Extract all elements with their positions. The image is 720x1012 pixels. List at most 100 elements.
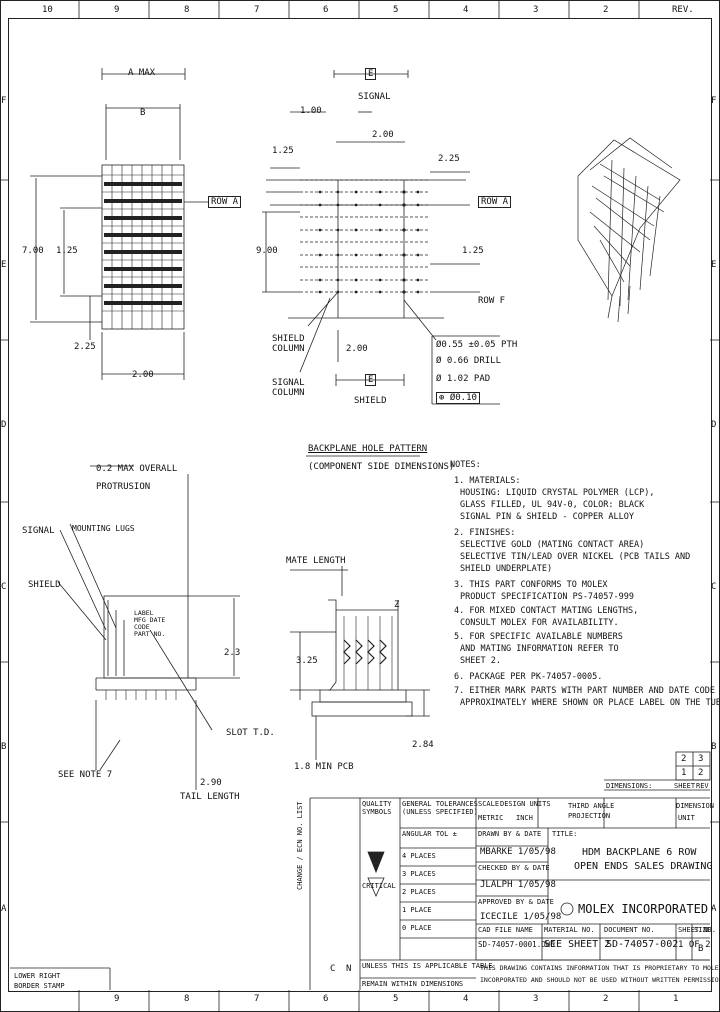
dim-1-25-b: 1.25 <box>462 246 484 256</box>
col-label: REV. <box>672 5 694 15</box>
col-label: 9 <box>114 994 120 1004</box>
title-block-lines <box>10 751 711 990</box>
dimension-unit: UNIT <box>678 814 695 822</box>
side-view <box>57 465 240 790</box>
note-line: 3. THIS PART CONFORMS TO MOLEX <box>454 580 608 590</box>
rev-cell: 2 <box>681 754 687 764</box>
doc-no-value: SD-74057-002 <box>606 939 679 950</box>
col-label: 1 <box>673 994 679 1004</box>
col-label: 2 <box>603 5 609 15</box>
dim-1-25-a: 1.25 <box>272 146 294 156</box>
hole-pattern-title: BACKPLANE HOLE PATTERN <box>308 444 428 454</box>
col-label: 8 <box>184 994 190 1004</box>
drawing-border <box>8 18 712 992</box>
label-inner-3: CODE <box>134 623 150 631</box>
size-value: B <box>698 944 704 954</box>
shield-column-label: SHIELD COLUMN <box>272 334 305 354</box>
company-name: MOLEX INCORPORATED <box>578 902 709 916</box>
col-label: 9 <box>114 5 120 15</box>
place-0: 0 PLACE <box>402 924 432 932</box>
dim-2-00: 2.00 <box>372 130 394 140</box>
row-label: C <box>711 582 717 592</box>
pad-spec: Ø 1.02 PAD <box>436 374 491 384</box>
sheet-value: 1 OF 2 <box>678 940 711 950</box>
bottom-c: C <box>330 964 336 974</box>
shield-label: SHIELD <box>28 580 61 590</box>
stamp-line1: LOWER RIGHT <box>14 972 61 980</box>
dim-2-3: 2.3 <box>224 648 241 658</box>
label-inner-2: MFG DATE <box>134 616 166 624</box>
rev-header: REV <box>696 782 709 790</box>
row-label: B <box>1 742 7 752</box>
row-label: B <box>711 742 717 752</box>
hole-pattern-view <box>262 70 500 457</box>
sheet-label: SHEET NO. <box>678 926 716 934</box>
row-a-label: ROW A <box>478 196 512 208</box>
metric-label: METRIC <box>478 814 504 822</box>
pcb-min: 1.8 MIN PCB <box>294 762 354 772</box>
tail-length: TAIL LENGTH <box>180 792 240 802</box>
row-label: E <box>1 260 7 270</box>
dim-2-25: 2.25 <box>74 342 96 352</box>
dim-3-25: 3.25 <box>296 656 318 666</box>
general-tolerances: GENERAL TOLERANCES (UNLESS SPECIFIED) <box>402 800 478 816</box>
shield-column-line2: COLUMN <box>272 344 305 354</box>
note-line: HOUSING: LIQUID CRYSTAL POLYMER (LCP), <box>460 488 655 498</box>
signal-column-label: SIGNAL COLUMN <box>272 378 305 398</box>
approved-name: ICECILE 1/05/98 <box>480 912 562 922</box>
general-note: UNLESS THIS IS APPLICABLE TABLE <box>362 962 493 970</box>
proprietary-note-2: INCORPORATED AND SHOULD NOT BE USED WITH… <box>480 976 720 984</box>
design-units: DESIGN UNITS <box>500 800 551 808</box>
label-inner: LABEL MFG DATE CODE PART NO. <box>134 610 165 638</box>
rev-cell: 1 <box>681 768 687 778</box>
note-line: CONSULT MOLEX FOR AVAILABILITY. <box>460 618 619 628</box>
dim-2-84: 2.84 <box>412 740 434 750</box>
note-line: 1. MATERIALS: <box>454 476 521 486</box>
col-label: 5 <box>393 994 399 1004</box>
col-label: 2 <box>603 994 609 1004</box>
inch-label: INCH <box>516 814 533 822</box>
rev-cell: 2 <box>698 768 704 778</box>
col-label: 7 <box>254 5 260 15</box>
dim-b: B <box>140 108 146 118</box>
rev-header: SHEET <box>674 782 696 790</box>
rev-cell: 3 <box>698 754 704 764</box>
stamp-line2: BORDER STAMP <box>14 982 65 990</box>
note-line: 4. FOR MIXED CONTACT MATING LENGTHS, <box>454 606 639 616</box>
label-inner-1: LABEL <box>134 609 154 617</box>
col-label: 6 <box>323 5 329 15</box>
col-label: 4 <box>463 994 469 1004</box>
vertical-text: CHANGE / ECN NO. LIST <box>296 801 304 890</box>
protrusion-line2: PROTRUSION <box>96 482 151 492</box>
protrusion-line1: 0.2 MAX OVERALL <box>96 464 178 474</box>
tol-spec: ⊕ Ø0.10 <box>436 392 480 404</box>
bottom-n: N <box>346 964 352 974</box>
angular-label: ANGULAR TOL ± <box>402 830 457 838</box>
note-line: 5. FOR SPECIFIC AVAILABLE NUMBERS <box>454 632 623 642</box>
hole-pattern-subtitle: (COMPONENT SIDE DIMENSIONS) <box>308 462 455 472</box>
place-2: 2 PLACES <box>402 888 436 896</box>
drawing-title-2: OPEN ENDS SALES DRAWING <box>574 861 713 872</box>
col-label: 3 <box>533 994 539 1004</box>
general-note-2: REMAIN WITHIN DIMENSIONS <box>362 980 464 988</box>
row-label: D <box>711 420 717 430</box>
mate-length: MATE LENGTH <box>286 556 346 566</box>
note-line: 6. PACKAGE PER PK-74057-0005. <box>454 672 603 682</box>
note-line: SIGNAL PIN & SHIELD - COPPER ALLOY <box>460 512 634 522</box>
rev-header: DIMENSIONS: <box>606 782 653 790</box>
drill-spec: Ø 0.66 DRILL <box>436 356 502 366</box>
protrusion-label: 0.2 MAX OVERALL PROTRUSION <box>96 464 177 492</box>
row-label: F <box>1 96 7 106</box>
connector-face-view <box>30 68 208 380</box>
note-line: SELECTIVE GOLD (MATING CONTACT AREA) <box>460 540 645 550</box>
material-value: SEE SHEET 2 <box>544 939 611 950</box>
scale-label: SCALE <box>478 800 500 808</box>
col-label: 6 <box>323 994 329 1004</box>
note-line: AND MATING INFORMATION REFER TO <box>460 644 619 654</box>
col-label: 8 <box>184 5 190 15</box>
doc-no-label: DOCUMENT NO. <box>604 926 655 934</box>
slot-label: SLOT T.D. <box>226 728 275 738</box>
drawn-by-name: MBARKE 1/05/98 <box>480 847 556 857</box>
place-1: 1 PLACE <box>402 906 432 914</box>
